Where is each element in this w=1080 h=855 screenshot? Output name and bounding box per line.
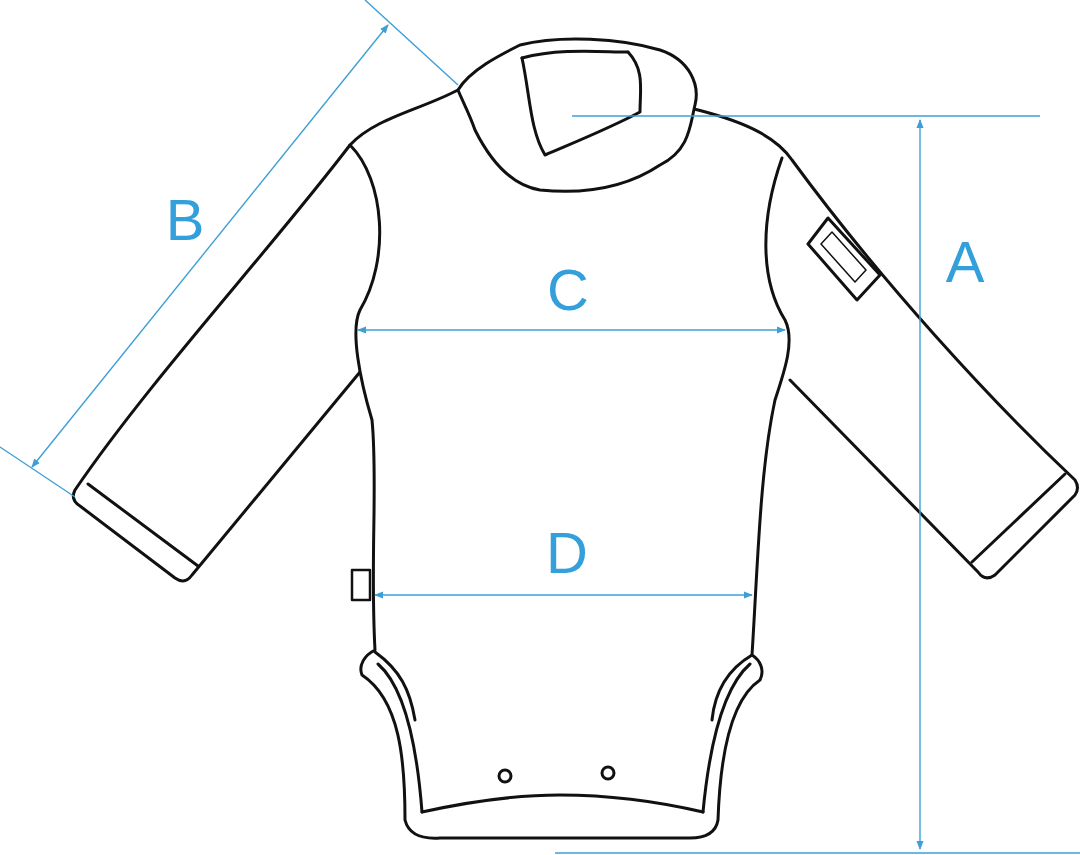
dimension-label: D xyxy=(546,524,588,582)
dimension-label: A xyxy=(946,233,985,291)
dimension-label: B xyxy=(166,191,205,249)
dimension-label: C xyxy=(547,261,589,319)
garment-outline xyxy=(73,39,1077,838)
